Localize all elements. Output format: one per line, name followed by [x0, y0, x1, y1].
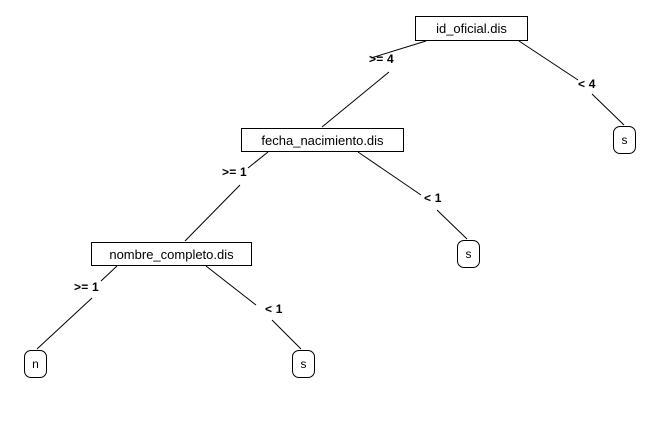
leaf-node-s-right-top-label: s: [621, 133, 628, 147]
leaf-node-s-bottom-right[interactable]: s: [292, 350, 315, 378]
node-id-oficial[interactable]: id_oficial.dis: [415, 16, 528, 41]
edge-level3-to-leaf-n-cont: [36, 297, 93, 350]
edge-label-level3-right: < 1: [265, 302, 283, 316]
leaf-node-n-bottom-left-label: n: [32, 357, 39, 371]
edge-level2-to-leaf-middle-cont: [436, 209, 468, 240]
node-fecha-nacimiento[interactable]: fecha_nacimiento.dis: [241, 128, 404, 152]
leaf-node-n-bottom-left[interactable]: n: [24, 350, 47, 378]
leaf-node-s-middle[interactable]: s: [457, 240, 480, 268]
edge-label-level2-right: < 1: [424, 191, 442, 205]
leaf-node-s-bottom-right-label: s: [300, 357, 307, 371]
edge-root-to-leaf-right-top: [518, 40, 579, 81]
node-nombre-completo[interactable]: nombre_completo.dis: [91, 242, 252, 266]
edge-level2-to-level3-cont: [184, 184, 241, 242]
edge-label-root-left: >= 4: [369, 52, 394, 66]
edge-level3-to-leaf-s: [205, 265, 257, 306]
edge-level2-to-leaf-middle: [357, 151, 422, 196]
edge-label-root-right: < 4: [578, 77, 596, 91]
edge-root-to-leaf-right-top-cont: [591, 93, 625, 126]
node-id-oficial-label: id_oficial.dis: [436, 21, 507, 36]
edge-label-level3-left: >= 1: [74, 280, 99, 294]
edge-level3-to-leaf-n: [100, 265, 118, 282]
leaf-node-s-right-top[interactable]: s: [613, 126, 636, 154]
edge-label-level2-left: >= 1: [222, 165, 247, 179]
edge-level3-to-leaf-s-cont: [271, 319, 302, 350]
edge-level2-to-level3: [247, 151, 269, 169]
node-nombre-completo-label: nombre_completo.dis: [109, 246, 234, 262]
edge-root-to-level2-cont: [321, 71, 390, 128]
node-fecha-nacimiento-label: fecha_nacimiento.dis: [261, 132, 384, 148]
leaf-node-s-middle-label: s: [465, 247, 472, 261]
